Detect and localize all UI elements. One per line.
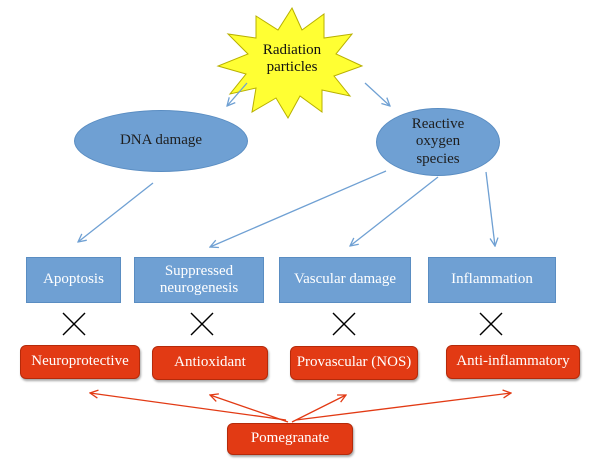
arrow-ros-to-vascular: [350, 176, 439, 246]
provascular-nos-box: Provascular (NOS): [290, 346, 418, 380]
anti-inflammatory-box: Anti-inflammatory: [446, 345, 580, 379]
arrow-radiation-to-ros: [364, 82, 390, 106]
radiation-particles-label: Radiation particles: [262, 41, 322, 75]
reactive-oxygen-species-node: Reactive oxygen species: [376, 108, 500, 176]
arrow-dna-to-apoptosis: [78, 182, 154, 242]
block-mark-1: [62, 312, 86, 336]
radiation-starburst: [216, 6, 364, 120]
neuroprotective-box: Neuroprotective: [20, 345, 140, 379]
antioxidant-box: Antioxidant: [152, 346, 268, 380]
dna-damage-node: DNA damage: [74, 110, 248, 172]
arrow-pomegranate-to-provascular: [291, 395, 346, 423]
block-mark-3: [332, 312, 356, 336]
apoptosis-box: Apoptosis: [26, 257, 121, 303]
vascular-damage-box: Vascular damage: [279, 257, 411, 303]
suppressed-neurogenesis-box: Suppressed neurogenesis: [134, 257, 264, 303]
arrow-pomegranate-to-antioxidant: [210, 395, 289, 423]
inflammation-box: Inflammation: [428, 257, 556, 303]
pomegranate-box: Pomegranate: [227, 423, 353, 455]
block-mark-2: [190, 312, 214, 336]
block-mark-4: [479, 312, 503, 336]
arrow-ros-to-inflammation: [485, 171, 495, 246]
arrow-ros-to-neurogenesis: [210, 170, 387, 247]
arrow-pomegranate-to-neuroprotective: [90, 393, 287, 421]
arrow-pomegranate-to-anti-inflammatory: [295, 393, 511, 421]
arrow-radiation-to-dna: [227, 82, 248, 106]
